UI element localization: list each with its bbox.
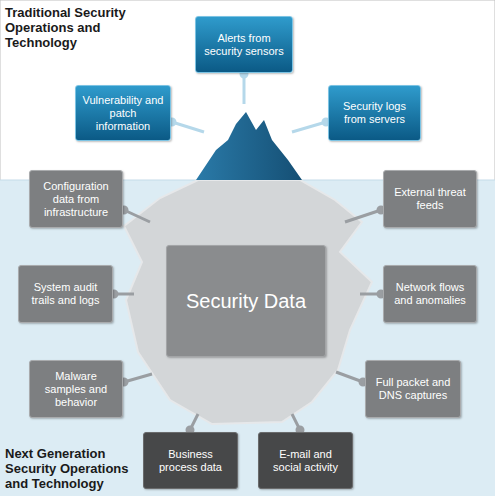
- node-text: External threat feeds: [384, 186, 476, 212]
- traditional-source-box: Security logs from servers: [328, 85, 421, 141]
- traditional-source-box: Alerts from security sensors: [195, 16, 293, 73]
- node-text: Business process data: [144, 448, 237, 474]
- security-data-box: Security Data: [166, 245, 326, 357]
- section-heading: Next Generation Security Operations and …: [5, 446, 140, 491]
- node-text: System audit trails and logs: [19, 281, 112, 307]
- nextgen-source-box: Network flows and anomalies: [383, 265, 477, 323]
- business-source-box: E-mail and social activity: [258, 432, 353, 489]
- nextgen-source-box: Full packet and DNS captures: [365, 360, 461, 418]
- node-text: Network flows and anomalies: [384, 281, 476, 307]
- node-text: Security logs from servers: [329, 100, 420, 126]
- node-text: Alerts from security sensors: [196, 32, 292, 58]
- leader-lines-bottom: [111, 207, 384, 433]
- node-text: Configuration data from infrastructure: [30, 180, 122, 219]
- node-text: E-mail and social activity: [259, 448, 352, 474]
- section-heading: Traditional Security Operations and Tech…: [5, 5, 165, 50]
- node-text: Security Data: [181, 289, 311, 313]
- iceberg-tip: [196, 112, 302, 180]
- node-text: Malware samples and behavior: [30, 370, 122, 409]
- business-source-box: Business process data: [143, 432, 238, 489]
- iceberg-underwater: [124, 180, 372, 424]
- nextgen-source-box: Configuration data from infrastructure: [29, 170, 123, 228]
- nextgen-source-box: System audit trails and logs: [18, 265, 113, 323]
- node-text: Vulnerability and patch information: [76, 94, 170, 133]
- traditional-source-box: Vulnerability and patch information: [75, 85, 171, 141]
- nextgen-source-box: External threat feeds: [383, 170, 477, 228]
- nextgen-source-box: Malware samples and behavior: [29, 360, 123, 418]
- leader-lines-top: [169, 71, 329, 132]
- node-text: Full packet and DNS captures: [366, 376, 460, 402]
